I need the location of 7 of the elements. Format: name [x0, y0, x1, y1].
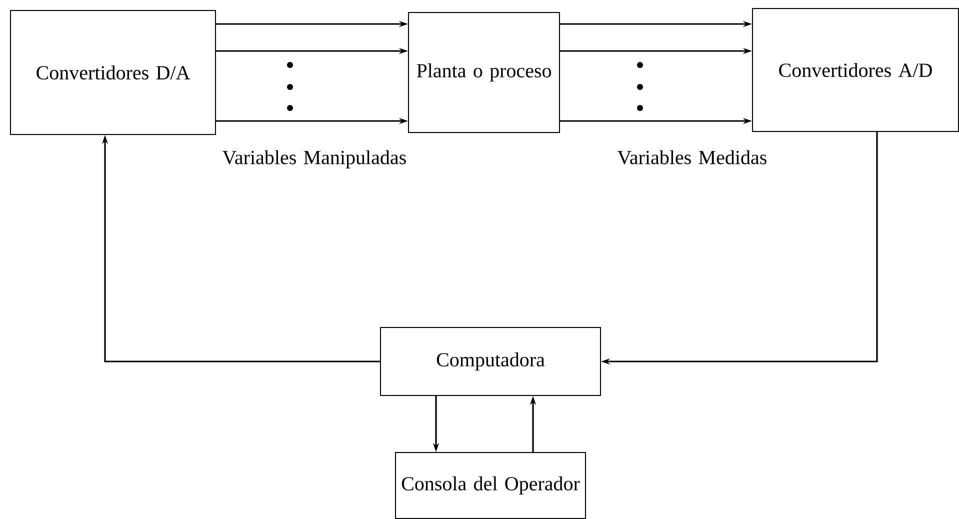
block-box: Planta o proceso — [408, 12, 560, 133]
block-box: Computadora — [380, 327, 601, 396]
annotation-text: Variables Manipuladas — [222, 150, 406, 168]
annotation-text: Variables Medidas — [617, 150, 766, 164]
block-box: Consola del Operador — [395, 452, 586, 519]
block-box: Convertidores D/A — [10, 10, 216, 135]
block-box: Convertidores A/D — [752, 8, 959, 132]
